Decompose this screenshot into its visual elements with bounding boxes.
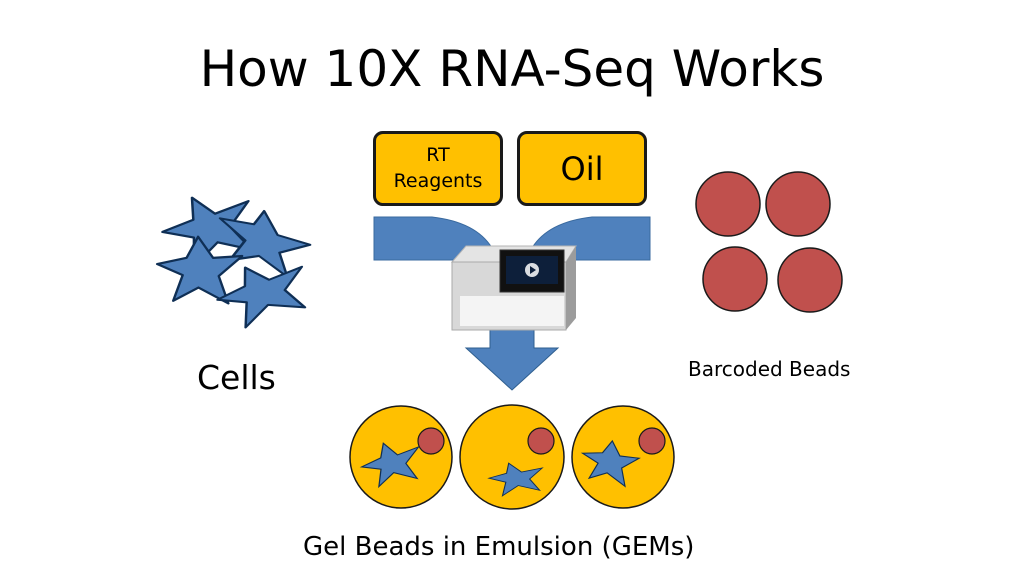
cells-label: Cells [197, 358, 276, 397]
gem-3 [571, 405, 675, 509]
gems-label: Gel Beads in Emulsion (GEMs) [303, 532, 695, 562]
gem-2 [459, 404, 565, 510]
oil-label: Oil [560, 149, 604, 188]
oil-box: Oil [517, 131, 647, 206]
rt-reagents-label: RT Reagents [393, 143, 483, 192]
barcoded-beads [695, 171, 843, 313]
gem-droplets [349, 404, 675, 510]
chromium-instrument [450, 245, 577, 331]
gem-1 [349, 405, 453, 509]
cells-cluster [155, 196, 312, 329]
rt-reagents-box: RT Reagents [373, 131, 503, 206]
page-title: How 10X RNA-Seq Works [199, 40, 825, 98]
barcoded-beads-label: Barcoded Beads [688, 357, 851, 381]
